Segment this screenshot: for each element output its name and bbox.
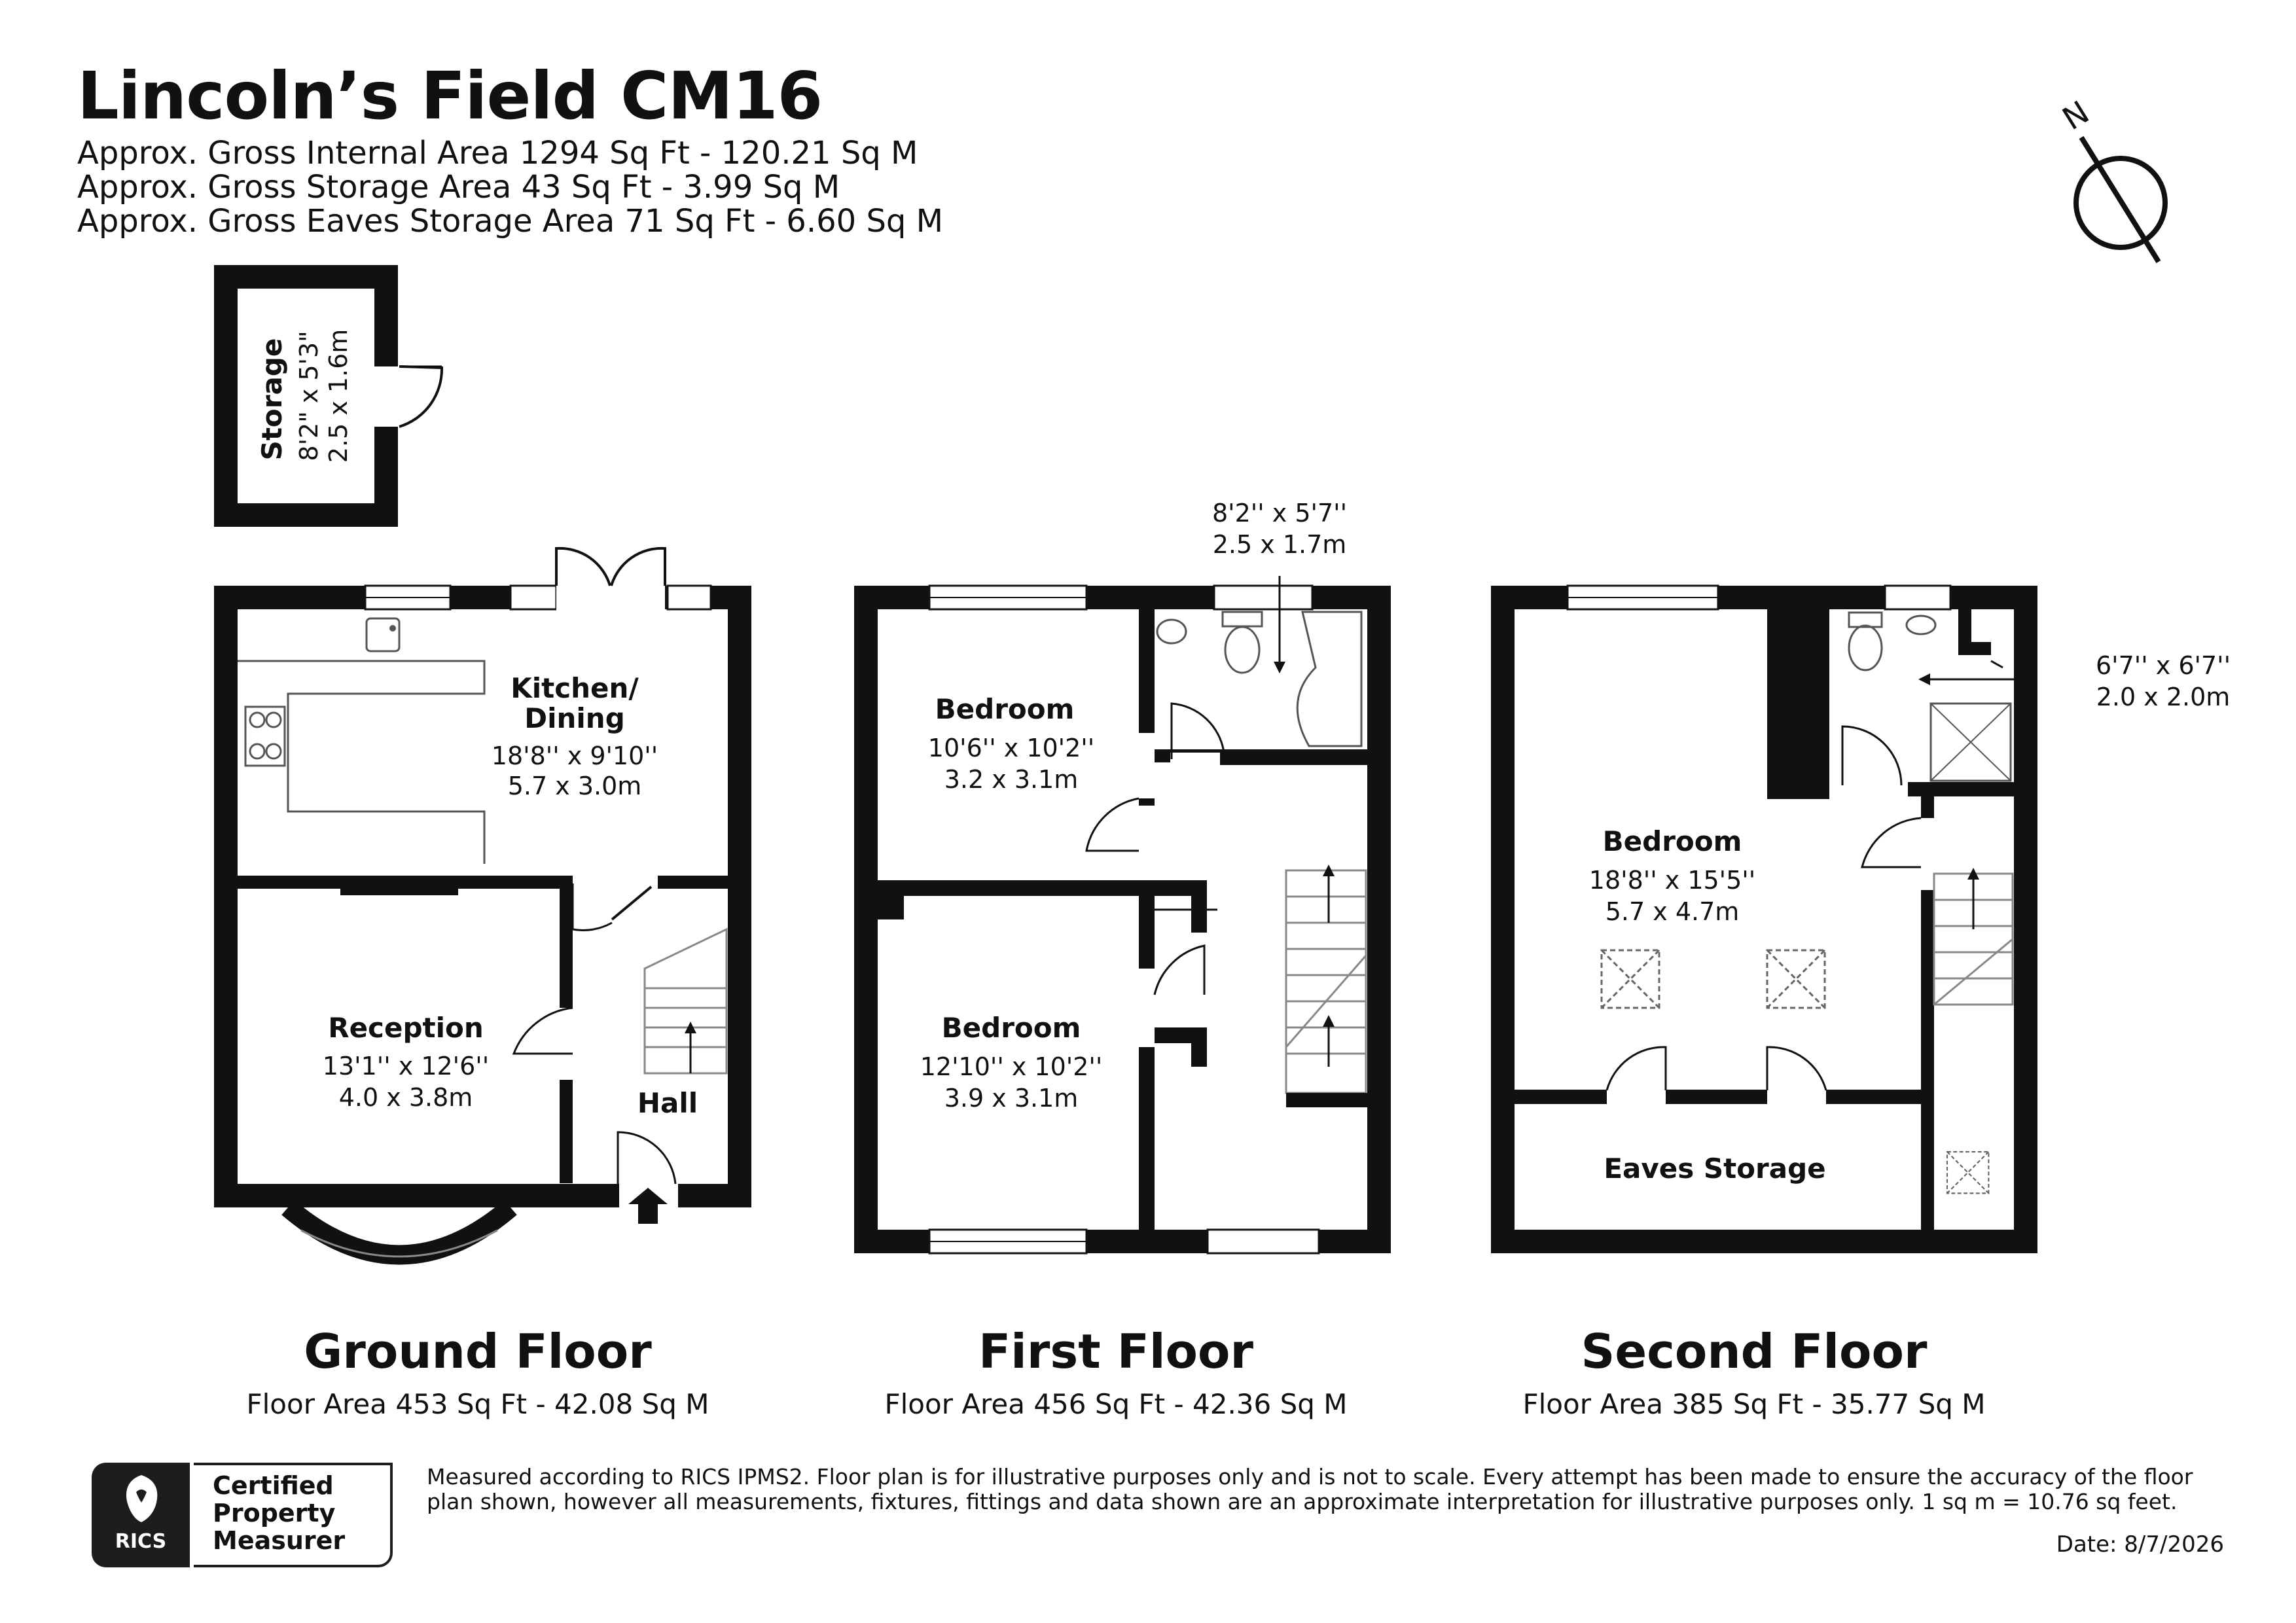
gross-storage-area: Approx. Gross Storage Area 43 Sq Ft - 3.… xyxy=(77,169,840,205)
first-bedroom2-dim-metric: 3.9 x 3.1m xyxy=(944,1084,1079,1113)
reception-label: Reception xyxy=(328,1012,484,1044)
cert-line-2: Property xyxy=(213,1498,336,1527)
ground-floor-plan xyxy=(214,546,751,1265)
first-bedroom1-dim-imperial: 10'6'' x 10'2'' xyxy=(928,734,1094,762)
rics-certification: Certified Property Measurer xyxy=(213,1472,345,1554)
eaves-storage-label: Eaves Storage xyxy=(1604,1152,1825,1185)
cert-line-3: Measurer xyxy=(213,1525,346,1555)
first-bedroom2-dim-imperial: 12'10'' x 10'2'' xyxy=(920,1052,1103,1081)
ground-floor-area: Floor Area 453 Sq Ft - 42.08 Sq M xyxy=(246,1388,709,1420)
first-floor-title: First Floor xyxy=(978,1324,1254,1379)
second-bedroom-dim-imperial: 18'8'' x 15'5'' xyxy=(1589,866,1755,895)
shower-dim-metric: 2.0 x 2.0m xyxy=(2096,683,2231,711)
kitchen-dim-imperial: 18'8'' x 9'10'' xyxy=(492,741,658,770)
shower-dim-imperial: 6'7'' x 6'7'' xyxy=(2096,651,2231,680)
second-bedroom-dim-metric: 5.7 x 4.7m xyxy=(1605,897,1740,926)
bathroom-dim-imperial: 8'2'' x 5'7'' xyxy=(1212,499,1347,527)
rics-cert-frame xyxy=(194,1463,393,1567)
gross-eaves-area: Approx. Gross Eaves Storage Area 71 Sq F… xyxy=(77,203,944,240)
storage-label: Storage xyxy=(256,338,288,461)
second-bedroom-label: Bedroom xyxy=(1603,825,1742,857)
second-floor-plan xyxy=(1491,584,2037,1253)
first-floor-plan xyxy=(854,576,1391,1255)
compass-north-label: N xyxy=(2056,94,2096,138)
reception-dim-imperial: 13'1'' x 12'6'' xyxy=(323,1052,489,1080)
storage-outbuilding: Storage 8'2" x 5'3" 2.5 x 1.6m xyxy=(214,265,444,527)
cert-line-1: Certified xyxy=(213,1471,334,1500)
hall-label: Hall xyxy=(637,1087,698,1119)
rics-logo-text: RICS xyxy=(115,1530,167,1553)
first-bedroom1-dim-metric: 3.2 x 3.1m xyxy=(944,765,1079,794)
plan-date: Date: 8/7/2026 xyxy=(2056,1531,2224,1558)
storage-dim-imperial: 8'2" x 5'3" xyxy=(295,330,323,461)
second-floor-title: Second Floor xyxy=(1581,1324,1928,1379)
second-floor-area: Floor Area 385 Sq Ft - 35.77 Sq M xyxy=(1522,1388,1985,1420)
gross-internal-area: Approx. Gross Internal Area 1294 Sq Ft -… xyxy=(77,135,918,171)
ground-floor-title: Ground Floor xyxy=(304,1324,652,1379)
storage-dim-metric: 2.5 x 1.6m xyxy=(324,329,353,463)
page-title: Lincoln’s Field CM16 xyxy=(77,58,823,134)
disclaimer-text: Measured according to RICS IPMS2. Floor … xyxy=(427,1464,2193,1514)
first-bedroom1-label: Bedroom xyxy=(935,693,1075,725)
first-bedroom2-label: Bedroom xyxy=(942,1012,1081,1044)
north-compass-icon: N xyxy=(2056,94,2168,264)
reception-dim-metric: 4.0 x 3.8m xyxy=(339,1083,473,1112)
first-floor-area: Floor Area 456 Sq Ft - 42.36 Sq M xyxy=(884,1388,1347,1420)
bathroom-dim-metric: 2.5 x 1.7m xyxy=(1213,530,1347,559)
kitchen-label-line2: Dining xyxy=(524,702,625,734)
rics-lion-icon xyxy=(126,1475,158,1522)
kitchen-label-line1: Kitchen/ xyxy=(511,672,639,704)
kitchen-dim-metric: 5.7 x 3.0m xyxy=(508,772,642,800)
